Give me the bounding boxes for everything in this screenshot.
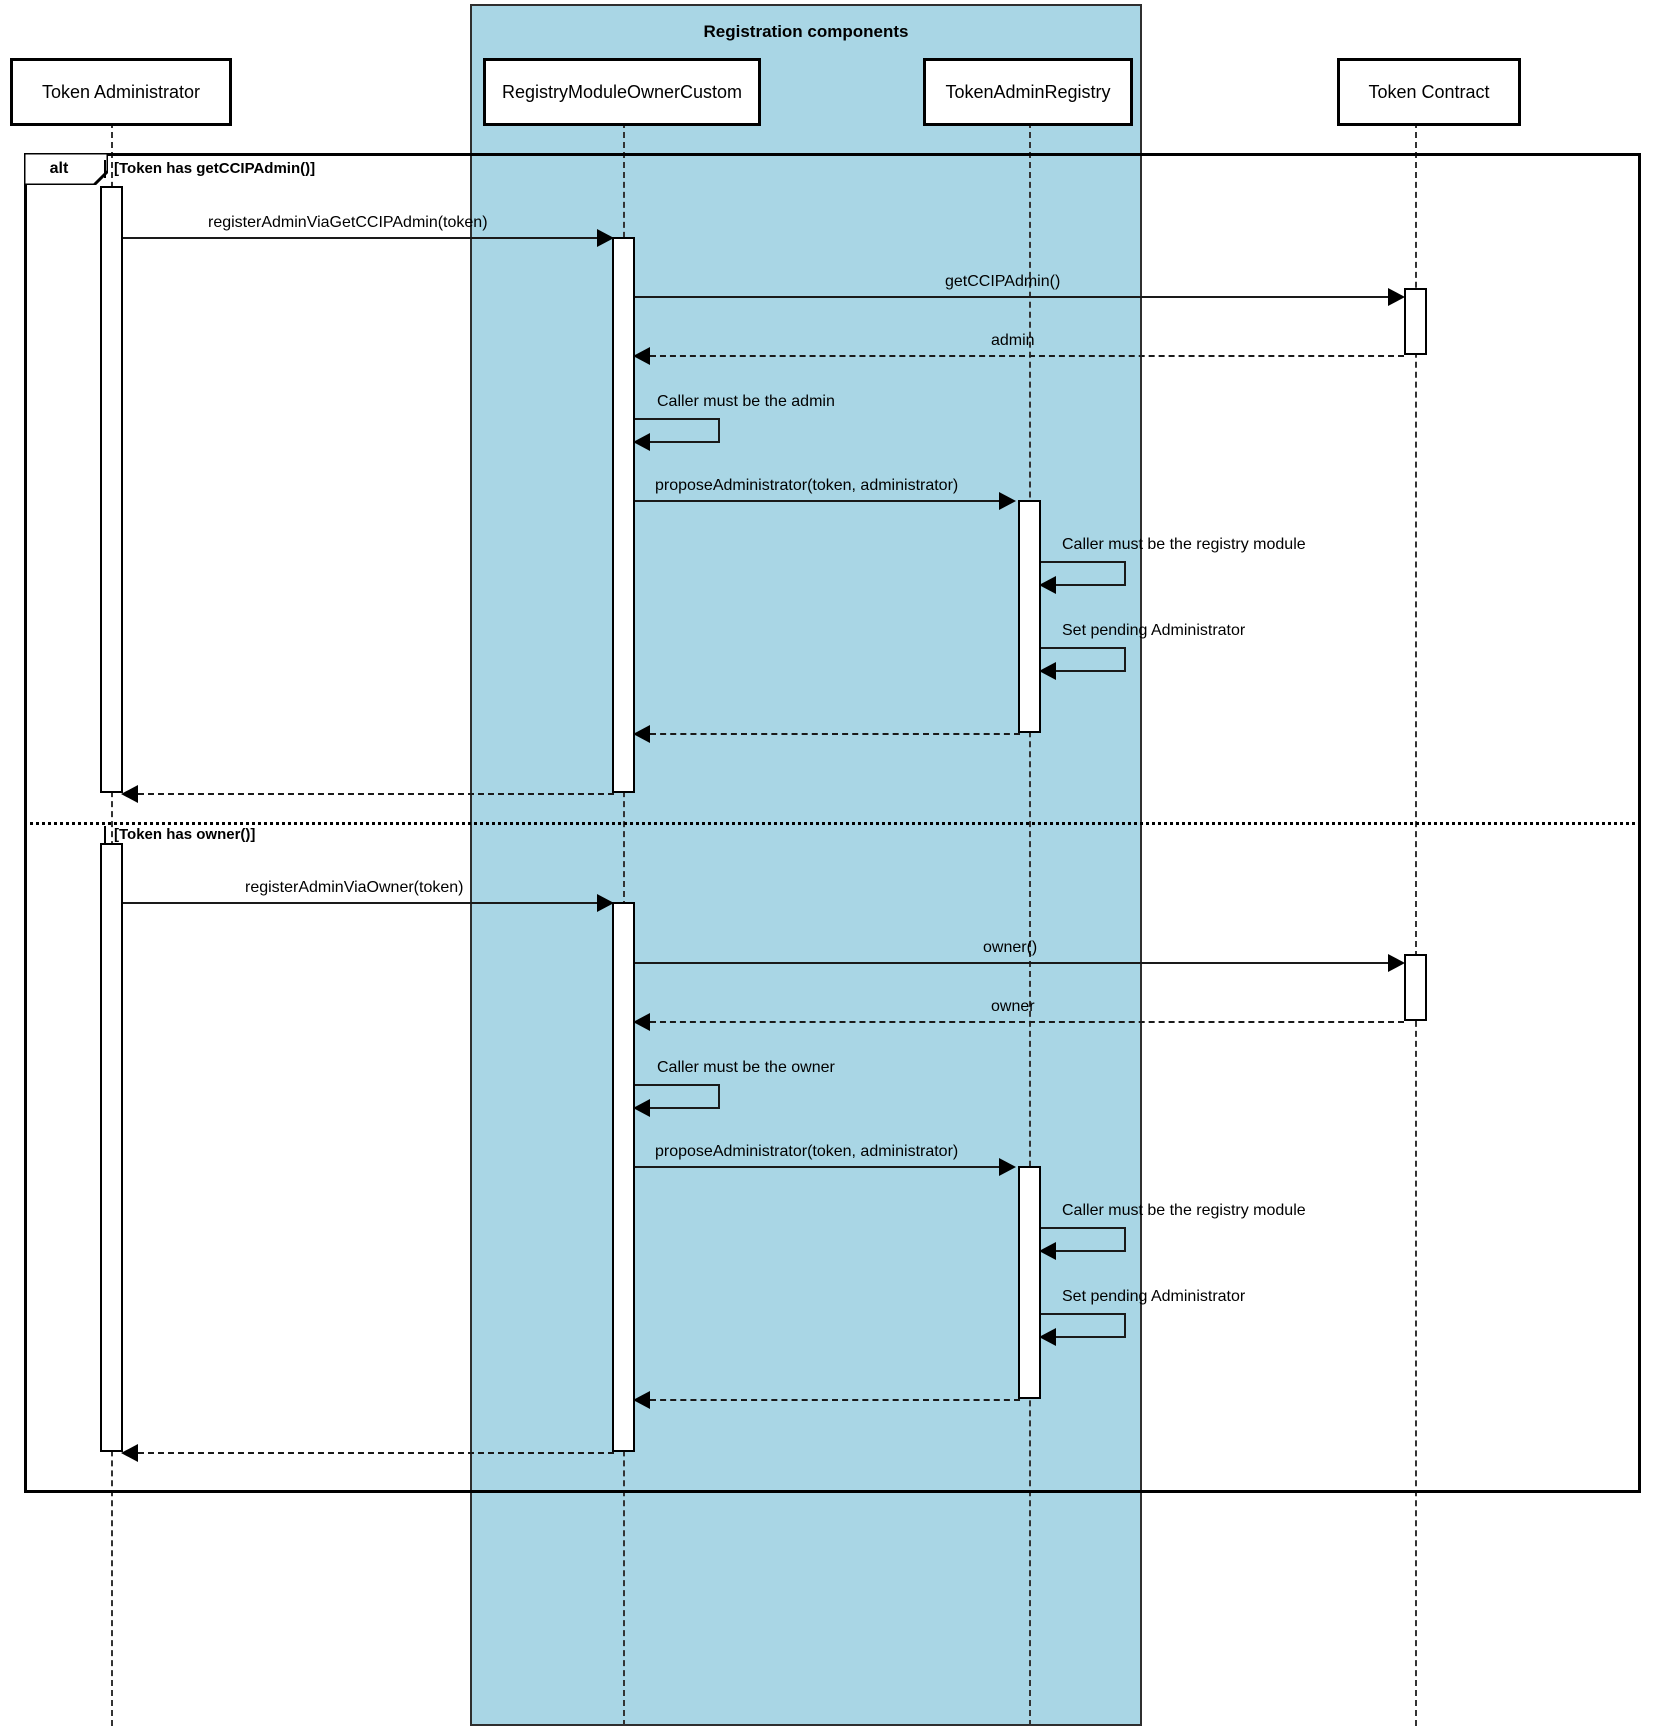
- message-label-m16: Set pending Administrator: [1062, 1288, 1246, 1305]
- activation-registry-module-2: [612, 902, 635, 1452]
- guard-bar-1: [104, 160, 106, 178]
- message-label-m2: getCCIPAdmin(): [945, 273, 1061, 290]
- participant-label: Token Administrator: [41, 81, 201, 102]
- selfloop-m6: [1041, 561, 1126, 586]
- message-line-m12: [650, 1021, 1404, 1023]
- arrowhead-m6: [1039, 576, 1056, 594]
- message-label-m1: registerAdminViaGetCCIPAdmin(token): [208, 214, 488, 231]
- message-label-m12: owner: [991, 998, 1035, 1015]
- participant-label: TokenAdminRegistry: [945, 81, 1111, 102]
- arrowhead-m17: [633, 1391, 650, 1409]
- selfloop-m16: [1041, 1313, 1126, 1338]
- message-label-m3: admin: [991, 332, 1035, 349]
- activation-token-admin-registry-1: [1018, 500, 1041, 733]
- lifeline-token-contract: [1415, 122, 1417, 1726]
- message-label-m13: Caller must be the owner: [657, 1059, 835, 1076]
- message-line-m14: [635, 1166, 1000, 1168]
- arrowhead-m3: [633, 347, 650, 365]
- message-label-m6: Caller must be the registry module: [1062, 536, 1306, 553]
- arrowhead-m5: [999, 492, 1016, 510]
- activation-token-admin-registry-2: [1018, 1166, 1041, 1399]
- message-line-m5: [635, 500, 1000, 502]
- arrowhead-m1: [597, 229, 614, 247]
- message-label-m4: Caller must be the admin: [657, 393, 835, 410]
- selfloop-m4: [635, 418, 720, 443]
- message-line-m18: [138, 1452, 614, 1454]
- guard-token-has-getccipadmin: [Token has getCCIPAdmin()]: [114, 160, 316, 177]
- participant-token-administrator[interactable]: Token Administrator: [10, 58, 232, 126]
- message-line-m11: [635, 962, 1392, 964]
- arrowhead-m4: [633, 433, 650, 451]
- message-label-m5: proposeAdministrator(token, administrato…: [655, 477, 959, 494]
- message-label-m15: Caller must be the registry module: [1062, 1202, 1306, 1219]
- alt-fragment-tab: [24, 153, 108, 185]
- activation-token-administrator-1: [100, 186, 123, 793]
- message-line-m17: [650, 1399, 1020, 1401]
- participant-registry-module-owner-custom[interactable]: RegistryModuleOwnerCustom: [483, 58, 761, 126]
- activation-token-administrator-2: [100, 843, 123, 1452]
- alt-operand-divider: [24, 822, 1641, 825]
- arrowhead-m12: [633, 1013, 650, 1031]
- guard-token-has-owner: [Token has owner()]: [114, 826, 256, 843]
- selfloop-m7: [1041, 647, 1126, 672]
- message-line-m10: [123, 902, 599, 904]
- selfloop-m15: [1041, 1227, 1126, 1252]
- message-line-m2: [635, 296, 1392, 298]
- arrowhead-m16: [1039, 1328, 1056, 1346]
- message-label-m11: owner(): [983, 939, 1038, 956]
- arrowhead-m18: [121, 1444, 138, 1462]
- message-label-m10: registerAdminViaOwner(token): [245, 879, 464, 896]
- participant-token-admin-registry[interactable]: TokenAdminRegistry: [923, 58, 1133, 126]
- arrowhead-m11: [1388, 954, 1405, 972]
- message-line-m3: [650, 355, 1404, 357]
- activation-token-contract-2: [1404, 954, 1427, 1021]
- participant-label: Token Contract: [1368, 81, 1490, 102]
- arrowhead-m7: [1039, 662, 1056, 680]
- guard-bar-2: [104, 826, 106, 844]
- group-title: Registration components: [703, 22, 909, 41]
- arrowhead-m2: [1388, 288, 1405, 306]
- arrowhead-m14: [999, 1158, 1016, 1176]
- message-line-m8: [650, 733, 1020, 735]
- arrowhead-m9: [121, 785, 138, 803]
- arrowhead-m13: [633, 1099, 650, 1117]
- arrowhead-m10: [597, 894, 614, 912]
- arrowhead-m8: [633, 725, 650, 743]
- arrowhead-m15: [1039, 1242, 1056, 1260]
- alt-operator-label: alt: [49, 160, 69, 177]
- activation-registry-module-1: [612, 237, 635, 793]
- message-label-m7: Set pending Administrator: [1062, 622, 1246, 639]
- message-line-m1: [123, 237, 599, 239]
- selfloop-m13: [635, 1084, 720, 1109]
- lifeline-token-admin-registry: [1029, 122, 1031, 1726]
- participant-label: RegistryModuleOwnerCustom: [501, 81, 743, 102]
- message-label-m14: proposeAdministrator(token, administrato…: [655, 1143, 959, 1160]
- message-line-m9: [138, 793, 614, 795]
- participant-token-contract[interactable]: Token Contract: [1337, 58, 1521, 126]
- activation-token-contract-1: [1404, 288, 1427, 355]
